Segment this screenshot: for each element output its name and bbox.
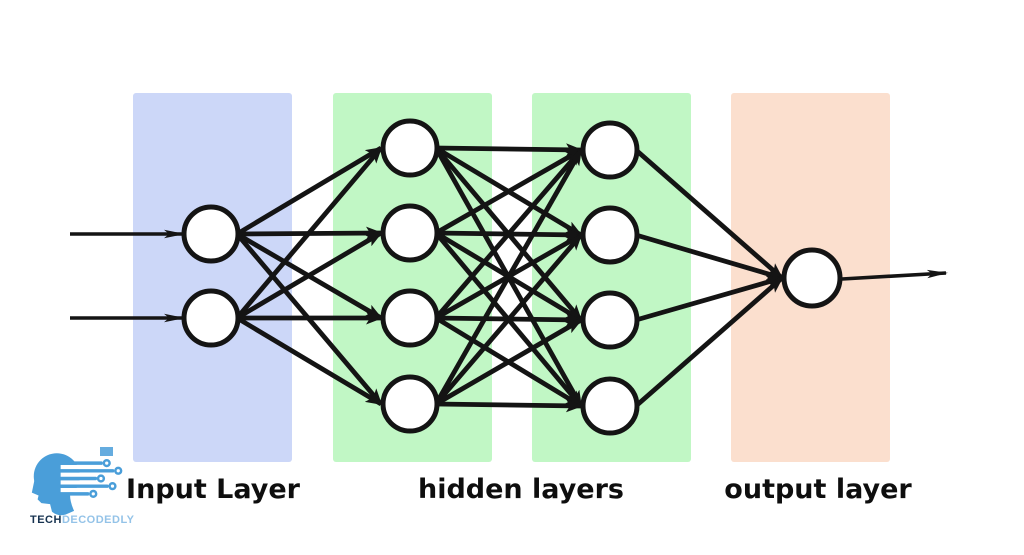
hidden-2-neuron-node bbox=[580, 376, 640, 436]
connection-arrow bbox=[235, 230, 383, 321]
connection-arrow bbox=[434, 147, 583, 236]
connection-arrow bbox=[235, 145, 383, 237]
neuron-nodes bbox=[181, 118, 843, 436]
connection-arrows bbox=[70, 143, 948, 413]
input-layer-label: Input Layer bbox=[126, 474, 300, 505]
hidden-1-neuron-node bbox=[380, 288, 440, 348]
connection-arrow bbox=[433, 148, 584, 406]
hidden-1-neuron-node bbox=[380, 203, 440, 263]
hidden-1-neuron-node bbox=[380, 374, 440, 434]
logo-wordmark-bold: TECH bbox=[30, 514, 62, 526]
hidden-2-neuron-node bbox=[580, 290, 640, 350]
logo-wordmark: TECHDECODEDLY bbox=[30, 514, 135, 526]
connection-arrow bbox=[635, 275, 784, 323]
logo-pixel-decoration bbox=[100, 447, 113, 456]
logo-head-icon bbox=[31, 453, 123, 516]
hidden-layers-label: hidden layers bbox=[417, 474, 625, 505]
hidden-layer-1-band bbox=[333, 93, 492, 462]
input-neuron-node bbox=[181, 204, 241, 264]
hidden-2-neuron-node bbox=[580, 205, 640, 265]
hidden-2-neuron-node bbox=[580, 120, 640, 180]
hidden-layer-2-band bbox=[532, 93, 691, 462]
trace-terminals bbox=[89, 459, 123, 498]
connection-arrow bbox=[434, 148, 583, 320]
output-layer-label: output layer bbox=[724, 474, 912, 505]
connection-arrow bbox=[634, 276, 784, 408]
circuit-traces-icon bbox=[54, 461, 115, 496]
trace-gaps bbox=[60, 464, 86, 493]
input-layer-band bbox=[133, 93, 292, 462]
connection-arrow bbox=[435, 399, 583, 413]
connection-arrow bbox=[635, 232, 784, 281]
output-neuron-node bbox=[781, 247, 843, 309]
connection-arrow bbox=[235, 146, 383, 320]
connection-arrow bbox=[434, 317, 583, 407]
hidden-1-neuron-node bbox=[380, 118, 440, 178]
output-arrow bbox=[841, 269, 948, 281]
connection-arrow bbox=[435, 143, 583, 157]
connection-arrow bbox=[434, 233, 583, 406]
input-neuron-node bbox=[181, 288, 241, 348]
connection-arrow bbox=[634, 148, 784, 280]
techdecodedly-logo: TECHDECODEDLY bbox=[24, 446, 144, 550]
connection-arrow bbox=[235, 315, 383, 407]
logo-wordmark-light: DECODEDLY bbox=[61, 514, 135, 526]
